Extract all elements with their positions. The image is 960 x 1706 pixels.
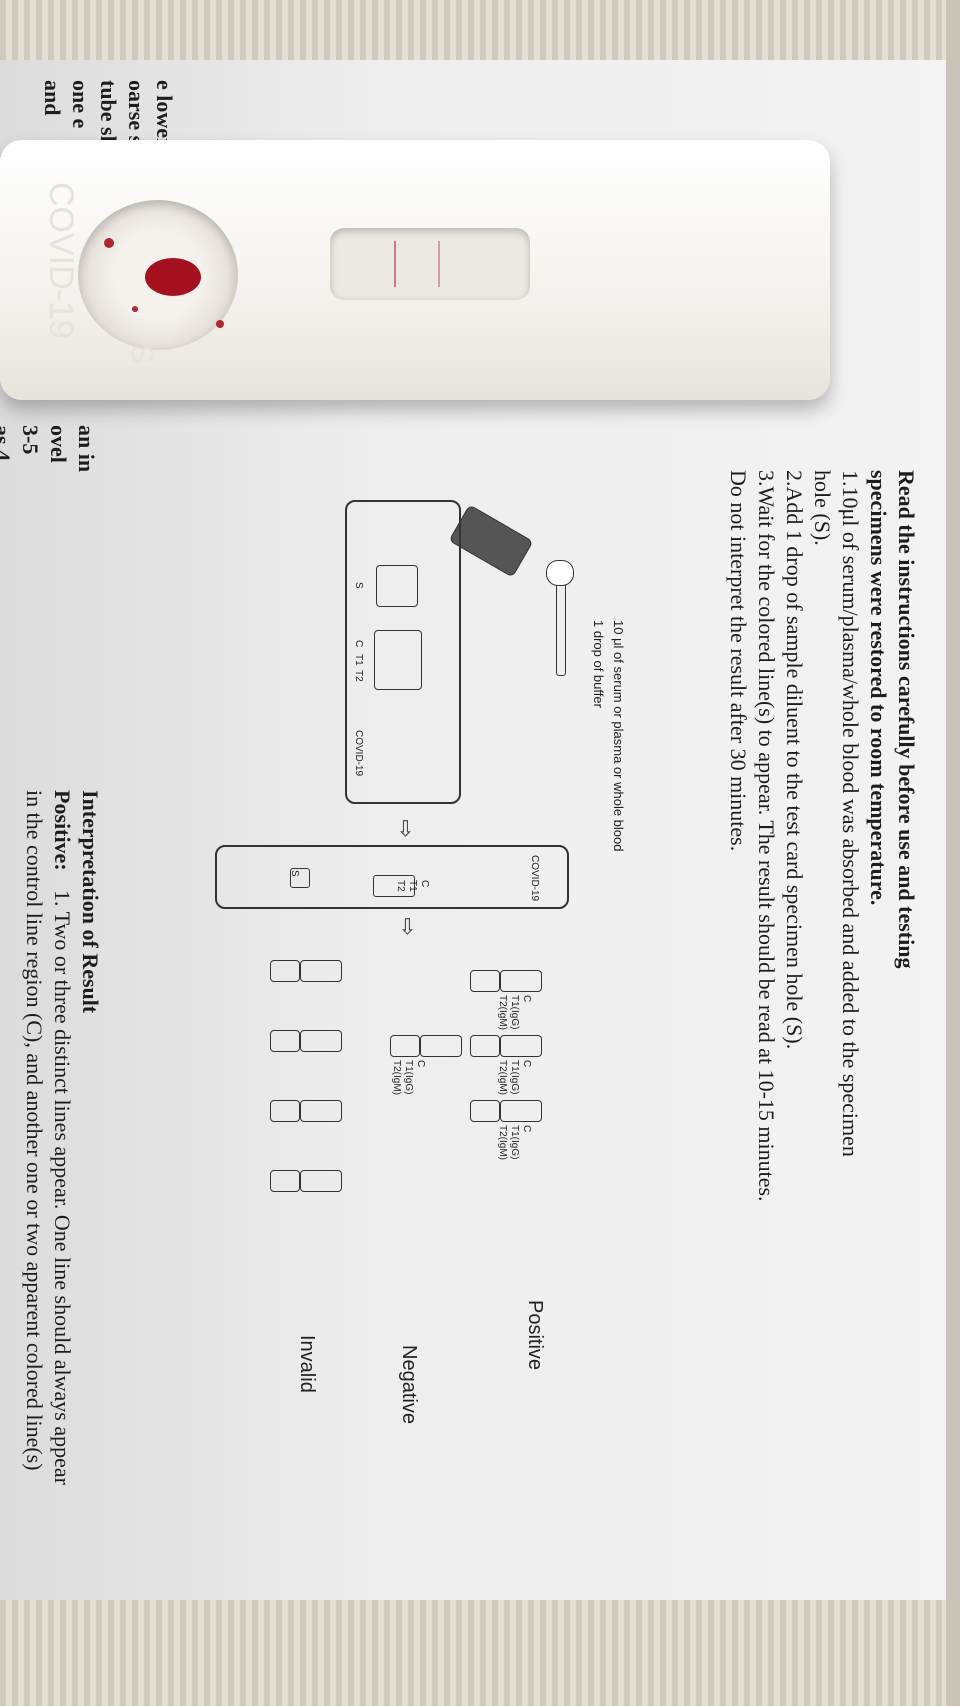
device-diagram-result (215, 845, 569, 909)
interpretation-title: Interpretation of Result (78, 790, 103, 1014)
partial-line: ovel (46, 425, 71, 463)
device-c-label: C (353, 640, 364, 648)
result-t2-label: T2(IgM) (497, 1125, 508, 1160)
result-cassette-invalid (270, 1170, 300, 1192)
procedure-note: 1 drop of buffer (591, 620, 606, 708)
table-edge (946, 0, 960, 1706)
instructions-step: 3.Wait for the colored line(s) to appear… (754, 470, 779, 1202)
result-cassette-positive (500, 970, 542, 992)
blood-spot (104, 238, 114, 248)
device-name-label: COVID-19 (353, 730, 364, 777)
instructions-step: 1.10μl of serum/plasma/whole blood was a… (838, 470, 863, 1157)
partial-line: one e (68, 80, 93, 129)
device-t2-label: T2 (395, 880, 406, 892)
result-cassette-negative (420, 1035, 462, 1057)
device-sample-well (376, 565, 418, 607)
cassette-brand: COVID-19 (42, 182, 80, 339)
procedure-note: 10 μl of serum or plasma or whole blood (611, 620, 626, 852)
cassette-s-label: S (125, 344, 158, 365)
result-cassette-invalid (300, 1030, 342, 1052)
result-t2-label: T2(IgM) (497, 995, 508, 1030)
result-window (330, 228, 530, 300)
instructions-header: Read the instructions carefully before u… (894, 470, 919, 969)
table-surface-bottom (0, 1600, 960, 1706)
result-cassette-invalid (300, 960, 342, 982)
device-s-label: S (289, 870, 300, 877)
result-cassette-invalid (300, 1170, 342, 1192)
arrow-icon: ⇨ (394, 917, 420, 936)
result-cassette-positive (500, 1035, 542, 1057)
blood-spot (216, 320, 224, 328)
result-cassette-invalid (300, 1100, 342, 1122)
device-t1-label: T1 (407, 880, 418, 892)
result-t1-label: T1(IgG) (509, 1060, 520, 1095)
interpretation-positive-label: Positive: (50, 790, 75, 871)
test-line-igg (438, 241, 440, 287)
device-t2-label: T2 (353, 670, 364, 682)
interpretation-text: in the control line region (C), and anot… (22, 790, 47, 1471)
result-c-label: C (521, 995, 532, 1003)
instructions-step: 2.Add 1 drop of sample diluent to the te… (782, 470, 807, 1050)
partial-line: 3-5 (18, 425, 43, 455)
blood-drop (145, 258, 201, 296)
result-negative-label: Negative (398, 1345, 420, 1424)
result-c-label: C (521, 1060, 532, 1068)
result-positive-label: Positive (524, 1300, 546, 1371)
result-t1-label: T1(IgG) (509, 1125, 520, 1160)
result-t1-label: T1(IgG) (403, 1060, 414, 1095)
device-window (374, 630, 422, 690)
result-cassette-positive (470, 970, 500, 992)
device-c-label: C (419, 880, 430, 888)
partial-line: an in (74, 425, 99, 473)
result-cassette-invalid (270, 960, 300, 982)
device-sample-well (290, 868, 310, 888)
device-window (373, 875, 415, 897)
arrow-icon: ⇨ (392, 819, 418, 838)
result-t2-label: T2(IgM) (497, 1060, 508, 1095)
device-t1-label: T1 (353, 654, 364, 666)
result-cassette-positive (470, 1100, 500, 1122)
result-c-label: C (521, 1125, 532, 1133)
partial-line: as 4 (0, 425, 15, 461)
result-cassette-positive (470, 1035, 500, 1057)
result-t1-label: T1(IgG) (509, 995, 520, 1030)
pipette-icon (556, 578, 566, 676)
result-cassette-negative (390, 1035, 420, 1057)
instructions-step: hole (S). (810, 470, 835, 546)
instructions-step: Do not interpret the result after 30 min… (726, 470, 751, 852)
result-c-label: C (415, 1060, 426, 1068)
device-diagram (345, 500, 461, 804)
blood-spot (132, 306, 138, 312)
pipette-bulb-icon (546, 560, 574, 586)
result-cassette-invalid (270, 1100, 300, 1122)
partial-line: and (40, 80, 65, 116)
result-cassette-positive (500, 1100, 542, 1122)
interpretation-text: 1. Two or three distinct lines appear. O… (50, 890, 75, 1485)
result-invalid-label: Invalid (296, 1335, 318, 1393)
instructions-line: specimens were restored to room temperat… (866, 470, 891, 906)
device-name-label: COVID-19 (529, 855, 540, 902)
result-t2-label: T2(IgM) (391, 1060, 402, 1095)
control-line (394, 241, 396, 287)
result-cassette-invalid (270, 1030, 300, 1052)
device-s-label: S (353, 582, 364, 589)
